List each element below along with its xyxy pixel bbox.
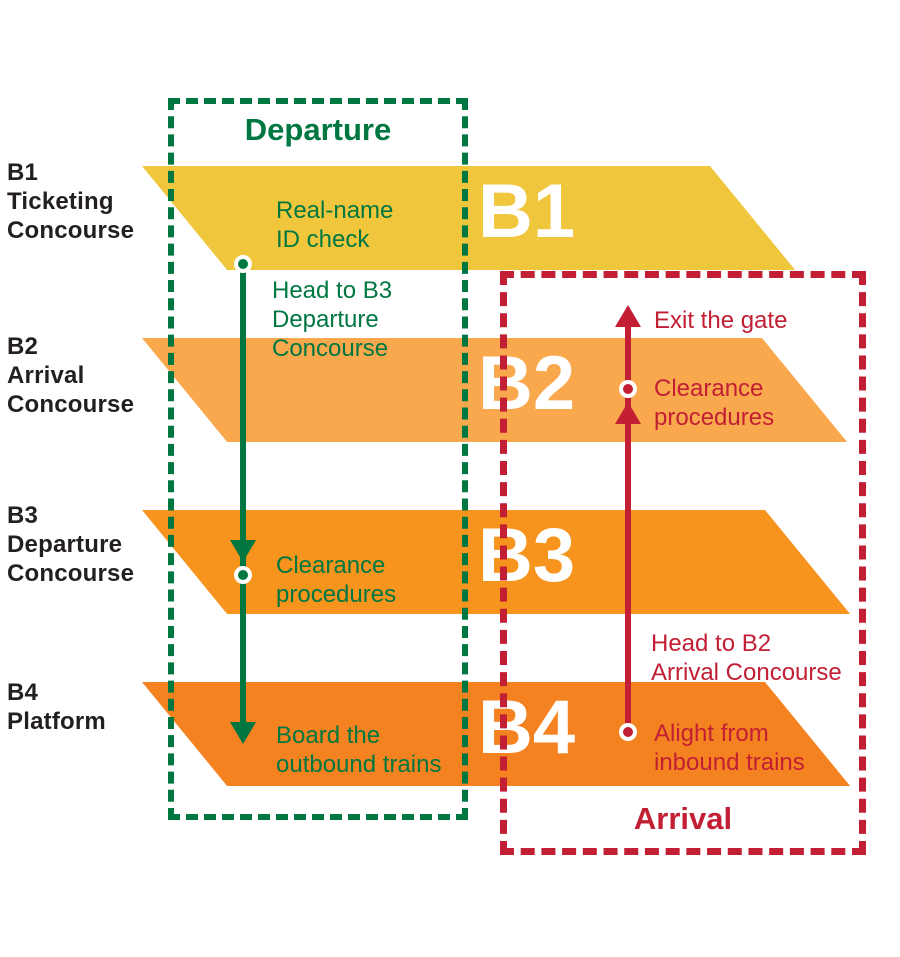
floor-label-line: Arrival	[7, 362, 85, 389]
arrow-down-icon	[230, 540, 256, 562]
step-line: Real-name	[276, 197, 394, 224]
step-line: Clearance	[654, 375, 764, 402]
step-line: Clearance	[276, 552, 386, 579]
step-line: Arrival Concourse	[651, 659, 842, 686]
arrival-node-b4	[619, 723, 637, 741]
floor-label-line: B4	[7, 679, 39, 706]
arrival-step-head-to-b2: Head to B2 Arrival Concourse	[651, 629, 842, 687]
floor-big-label-b4: B4	[478, 685, 576, 770]
floor-label-b4: B4 Platform	[7, 678, 106, 736]
departure-node-b3	[234, 566, 252, 584]
step-line: Head to B2	[651, 630, 772, 657]
floor-big-label-b1: B1	[478, 169, 576, 254]
step-line: outbound trains	[276, 751, 442, 778]
floor-label-b3: B3 Departure Concourse	[7, 501, 134, 588]
floor-label-line: B3	[7, 502, 39, 529]
floor-label-line: Platform	[7, 708, 106, 735]
floor-big-label-b2: B2	[478, 341, 576, 426]
arrow-up-icon	[615, 305, 641, 327]
arrival-zone-title: Arrival	[633, 801, 733, 836]
step-line: Head to B3	[272, 277, 393, 304]
floor-label-line: B1	[7, 159, 39, 186]
step-line: inbound trains	[654, 749, 805, 776]
departure-step-clearance-procedures: Clearance procedures	[276, 551, 396, 609]
arrival-step-clearance-procedures: Clearance procedures	[654, 374, 774, 432]
departure-zone-outline	[168, 98, 468, 820]
departure-step-head-to-b3: Head to B3 Departure Concourse	[272, 276, 392, 363]
floor-label-line: Concourse	[7, 217, 135, 244]
floor-label-line: Concourse	[7, 391, 135, 418]
step-line: ID check	[276, 226, 370, 253]
departure-node-b1	[234, 255, 252, 273]
step-line: Departure	[272, 306, 379, 333]
departure-step-real-name-id-check: Real-name ID check	[276, 196, 393, 254]
step-line: Alight from	[654, 720, 769, 747]
arrival-step-alight-inbound-trains: Alight from inbound trains	[654, 719, 805, 777]
arrival-node-b2	[619, 380, 637, 398]
floor-label-b1: B1 Ticketing Concourse	[7, 158, 134, 245]
floor-label-line: Ticketing	[7, 188, 114, 215]
floor-label-line: Departure	[7, 531, 123, 558]
floor-label-line: B2	[7, 333, 39, 360]
arrival-step-exit-the-gate: Exit the gate	[654, 306, 787, 335]
arrow-down-icon	[230, 722, 256, 744]
departure-zone-title: Departure	[244, 112, 392, 147]
step-line: procedures	[276, 581, 397, 608]
arrival-zone-outline	[500, 271, 866, 855]
step-line: Exit the gate	[654, 307, 788, 334]
departure-step-board-outbound-trains: Board the outbound trains	[276, 721, 441, 779]
floor-big-label-b3: B3	[478, 513, 576, 598]
step-line: Board the	[276, 722, 381, 749]
floor-label-line: Concourse	[7, 560, 135, 587]
step-line: Concourse	[272, 335, 389, 362]
arrow-up-icon	[615, 402, 641, 424]
step-line: procedures	[654, 404, 775, 431]
arrival-flow-line	[625, 325, 631, 733]
departure-flow-line	[240, 263, 246, 724]
floor-label-b2: B2 Arrival Concourse	[7, 332, 134, 419]
